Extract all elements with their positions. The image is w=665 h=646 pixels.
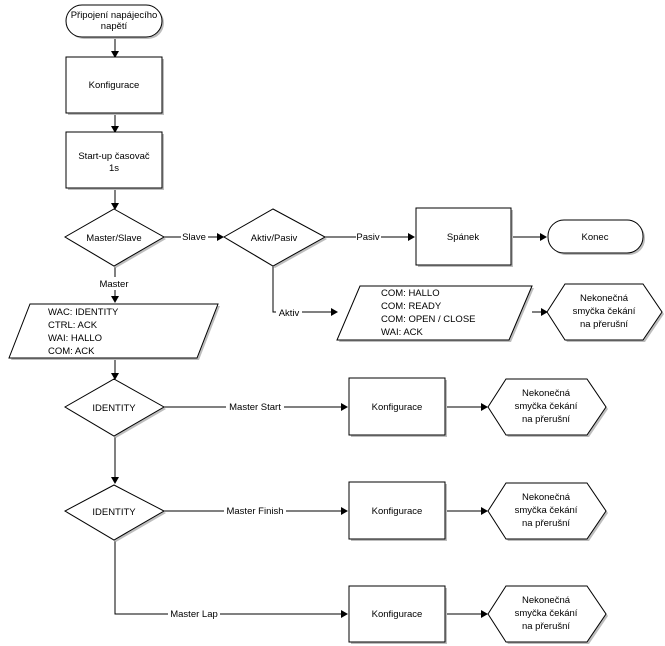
node-text: napětí (101, 21, 128, 32)
node-text: WAI: HALLO (48, 333, 102, 344)
node-text: Konfigurace (372, 506, 423, 517)
node-text: COM: READY (381, 301, 442, 312)
io-slave: COM: HALLO COM: READY COM: OPEN / CLOSE … (336, 285, 534, 342)
node-text: COM: ACK (48, 346, 95, 357)
node-text: Start-up časovač (78, 151, 150, 162)
node-text: Konfigurace (372, 609, 423, 620)
node-text: 1s (109, 163, 119, 174)
node-text: Master/Slave (86, 233, 141, 244)
edge-label-master-lap: Master Lap (168, 607, 220, 620)
node-text: COM: HALLO (381, 288, 440, 299)
node-text: na přerušní (522, 621, 570, 632)
loop-master-lap: Nekonečná smyčka čekání na přerušní (487, 585, 608, 644)
node-text: CTRL: ACK (48, 320, 98, 331)
process-spanek: Spánek (415, 207, 513, 267)
edge-label-master: Master (97, 277, 131, 290)
node-text: smyčka čekání (573, 306, 636, 317)
svg-text:Master Lap: Master Lap (170, 609, 218, 620)
svg-text:Master: Master (99, 279, 128, 290)
node-text: Konec (582, 232, 609, 243)
node-text: Nekonečná (522, 388, 571, 399)
decision-identity-1: IDENTITY (64, 378, 166, 438)
start-terminator: Připojení napájecího napětí (65, 4, 164, 39)
node-text: smyčka čekání (515, 505, 578, 516)
node-text: Konfigurace (372, 402, 423, 413)
svg-text:Aktiv: Aktiv (279, 308, 300, 319)
node-text: IDENTITY (92, 507, 136, 518)
io-master: WAC: IDENTITY CTRL: ACK WAI: HALLO COM: … (8, 303, 220, 360)
process-konfigurace-finish: Konfigurace (348, 481, 447, 541)
edge-label-master-finish: Master Finish (224, 504, 286, 517)
node-text: Konfigurace (89, 80, 140, 91)
node-text: na přerušní (522, 414, 570, 425)
node-text: Nekonečná (580, 293, 629, 304)
node-text: Nekonečná (522, 492, 571, 503)
edge-label-slave: Slave (181, 230, 208, 243)
edge-label-aktiv: Aktiv (276, 306, 302, 319)
node-text: na přerušní (580, 319, 628, 330)
process-konfigurace: Konfigurace (65, 56, 164, 115)
node-text: Spánek (447, 232, 479, 243)
node-text: Nekonečná (522, 595, 571, 606)
process-konfigurace-lap: Konfigurace (348, 585, 447, 644)
edge-label-master-start: Master Start (226, 400, 284, 413)
loop-master-start: Nekonečná smyčka čekání na přerušní (487, 378, 608, 437)
node-text: Připojení napájecího (71, 10, 158, 21)
loop-master-finish: Nekonečná smyčka čekání na přerušní (487, 482, 608, 541)
svg-text:Pasiv: Pasiv (356, 232, 379, 243)
process-startup-timer: Start-up časovač 1s (65, 131, 164, 190)
node-text: WAC: IDENTITY (48, 307, 119, 318)
node-text: WAI: ACK (381, 327, 424, 338)
loop-slave: Nekonečná smyčka čekání na přerušní (546, 283, 664, 342)
node-text: na přerušní (522, 518, 570, 529)
node-text: IDENTITY (92, 403, 136, 414)
node-text: COM: OPEN / CLOSE (381, 314, 476, 325)
node-text: smyčka čekání (515, 608, 578, 619)
end-terminator: Konec (547, 219, 645, 255)
decision-aktiv-pasiv: Aktiv/Pasiv (223, 208, 327, 268)
svg-text:Slave: Slave (182, 232, 206, 243)
edge-label-pasiv: Pasiv (356, 230, 381, 243)
process-konfigurace-start: Konfigurace (348, 377, 447, 437)
node-text: smyčka čekání (515, 401, 578, 412)
svg-text:Master Finish: Master Finish (226, 506, 283, 517)
decision-master-slave: Master/Slave (64, 208, 166, 268)
decision-identity-2: IDENTITY (63, 484, 166, 542)
svg-text:Master Start: Master Start (229, 402, 281, 413)
node-text: Aktiv/Pasiv (251, 233, 298, 244)
